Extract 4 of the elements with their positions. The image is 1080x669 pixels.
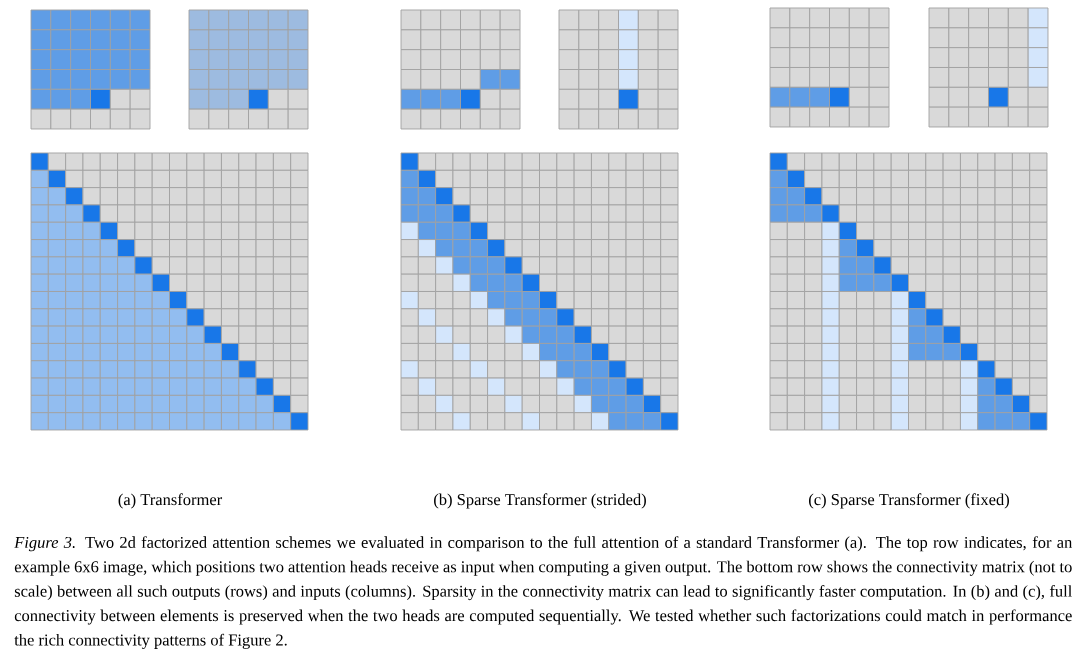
figure-caption: Figure 3. Two 2d factorized attention schemes we evaluated in comparison to the full attention of a standard Transformer (a). The top row indicates, for an example 6x6 image, which positions two attention heads receive as input when computing a given output. The bottom row shows the connectivity matrix (not to scale) between all such outputs (rows) and inputs (columns). Sparsity in the connectivity matrix can lead to significantly faster computation. In (b) and (c), full connectivity between elements is preserved when the two heads are computed sequentially. We tested whether such factorizations could match in performance the rich connectivity patterns of Figure 2.	[14, 536, 1073, 649]
subfigure-label: (b) Sparse Transformer (strided)	[434, 493, 646, 509]
subfigure-label: (a) Transformer	[118, 493, 223, 509]
subfigure-label: (c) Sparse Transformer (fixed)	[809, 493, 1009, 509]
